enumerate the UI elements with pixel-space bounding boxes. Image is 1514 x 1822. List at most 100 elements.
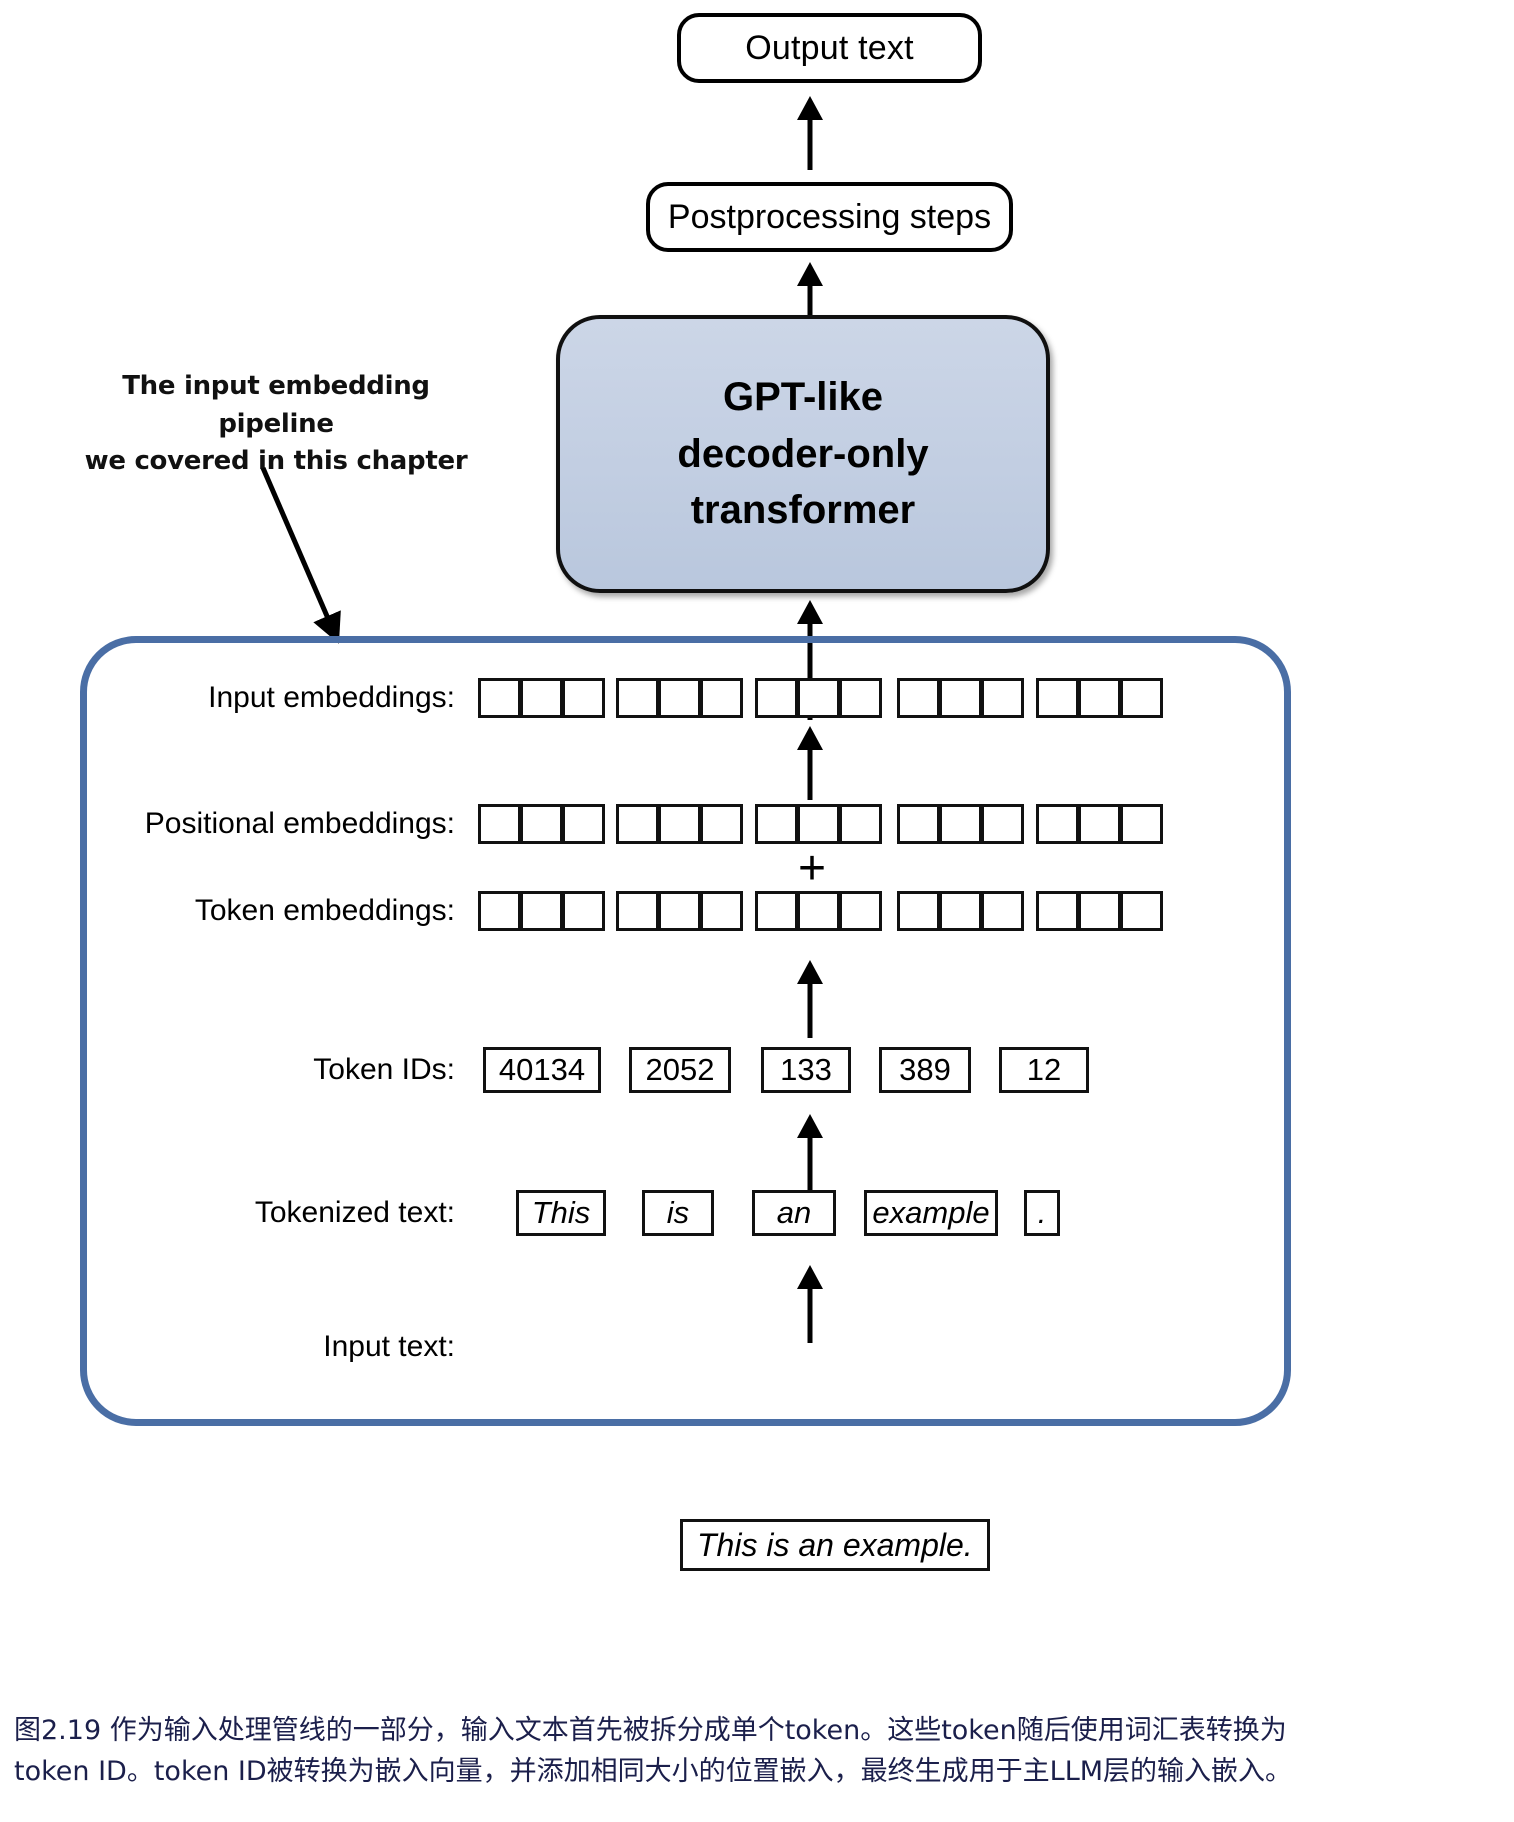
embedding-cell [700,804,743,844]
embedding-cell [981,891,1024,931]
embedding-cell [616,678,659,718]
positional-embeddings-group [897,804,1024,844]
token-embeddings-group [478,891,605,931]
token-id-value: 12 [1026,1052,1062,1087]
caption-line-2: token ID。token ID被转换为嵌入向量，并添加相同大小的位置嵌入，最… [14,1756,1293,1788]
embedding-cell [520,678,563,718]
input-embeddings-group [478,678,605,718]
embedding-cell [755,804,798,844]
positional-embeddings-group [755,804,882,844]
tokenized-text-box: . [1024,1190,1060,1236]
token-id-box: 40134 [483,1047,601,1093]
row-label-tokenized-text: Tokenized text: [254,1196,455,1229]
embedding-cell [1120,678,1163,718]
embedding-cell [520,891,563,931]
embedding-cell [797,804,840,844]
embedding-cell [562,891,605,931]
embedding-cell [981,678,1024,718]
embedding-cell [520,804,563,844]
figure-caption: 图2.19 作为输入处理管线的一部分，输入文本首先被拆分成单个token。这些t… [14,1710,1504,1792]
embedding-cell [658,804,701,844]
tokenized-text-row: This is an example. [516,1190,1060,1236]
tokenized-text-box: example [864,1190,998,1236]
embedding-cell [839,804,882,844]
embedding-cell [981,804,1024,844]
token-id-box: 133 [761,1047,851,1093]
embedding-cell [839,891,882,931]
embedding-cell [939,678,982,718]
token-embeddings-group [755,891,882,931]
token-id-box: 12 [999,1047,1089,1093]
embedding-cell [700,891,743,931]
callout-arrow-icon [260,467,341,644]
embedding-cell [616,891,659,931]
embedding-cell [1078,891,1121,931]
embedding-cell [1120,804,1163,844]
embedding-cell [1078,804,1121,844]
input-embeddings-group [897,678,1024,718]
token-embeddings-group [616,891,743,931]
token-embeddings-group [1036,891,1163,931]
tokenized-text-value: This [531,1195,591,1230]
postprocessing-steps-box: Postprocessing steps [646,182,1013,252]
row-label-positional-embeddings: Positional embeddings: [144,807,455,840]
token-id-value: 40134 [498,1052,586,1087]
embedding-cell [755,891,798,931]
tokenized-text-box: This [516,1190,606,1236]
embedding-cell [658,891,701,931]
embedding-cell [839,678,882,718]
input-embeddings-group [755,678,882,718]
positional-embeddings-group [616,804,743,844]
embedding-cell [797,891,840,931]
embedding-cell [616,804,659,844]
token-id-value: 133 [780,1052,832,1087]
embedding-cell [1036,891,1079,931]
embedding-cell [1078,678,1121,718]
embedding-cell [1036,678,1079,718]
row-label-input-text: Input text: [323,1330,455,1363]
tokenized-text-box: is [642,1190,714,1236]
tokenized-text-value: example [872,1195,990,1230]
caption-line-1: 图2.19 作为输入处理管线的一部分，输入文本首先被拆分成单个token。这些t… [14,1715,1287,1746]
row-label-token-embeddings: Token embeddings: [194,894,455,927]
postprocessing-steps-label: Postprocessing steps [667,197,992,236]
embedding-cell [478,804,521,844]
embedding-cell [939,891,982,931]
embedding-cell [797,678,840,718]
input-text-box: This is an example. [680,1519,990,1571]
input-embeddings-group [1036,678,1163,718]
output-text-box: Output text [677,13,982,83]
embedding-cell [897,804,940,844]
embedding-cell [700,678,743,718]
tokenized-text-value: . [1037,1195,1047,1230]
token-id-box: 2052 [629,1047,731,1093]
embedding-cell [897,891,940,931]
embedding-cell [658,678,701,718]
embedding-cell [897,678,940,718]
embedding-cell [1120,891,1163,931]
token-id-box: 389 [879,1047,971,1093]
tokenized-text-value: an [776,1195,812,1230]
input-embedding-pipeline-container [80,636,1291,1426]
embedding-cell [562,678,605,718]
token-id-value: 389 [899,1052,951,1087]
embedding-cell [562,804,605,844]
row-label-token-ids: Token IDs: [313,1053,455,1086]
tokenized-text-value: is [666,1195,690,1230]
embedding-cell [755,678,798,718]
token-embeddings-group [897,891,1024,931]
input-text-value: This is an example. [697,1526,973,1563]
input-embeddings-group [616,678,743,718]
tokenized-text-box: an [752,1190,836,1236]
embedding-cell [1036,804,1079,844]
positional-embeddings-group [1036,804,1163,844]
output-text-label: Output text [745,28,914,67]
row-label-input-embeddings: Input embeddings: [208,681,455,714]
plus-sign: + [798,842,827,895]
token-id-value: 2052 [645,1052,715,1087]
positional-embeddings-group [478,804,605,844]
token-ids-row: 40134 2052 133 389 12 [483,1047,1089,1093]
